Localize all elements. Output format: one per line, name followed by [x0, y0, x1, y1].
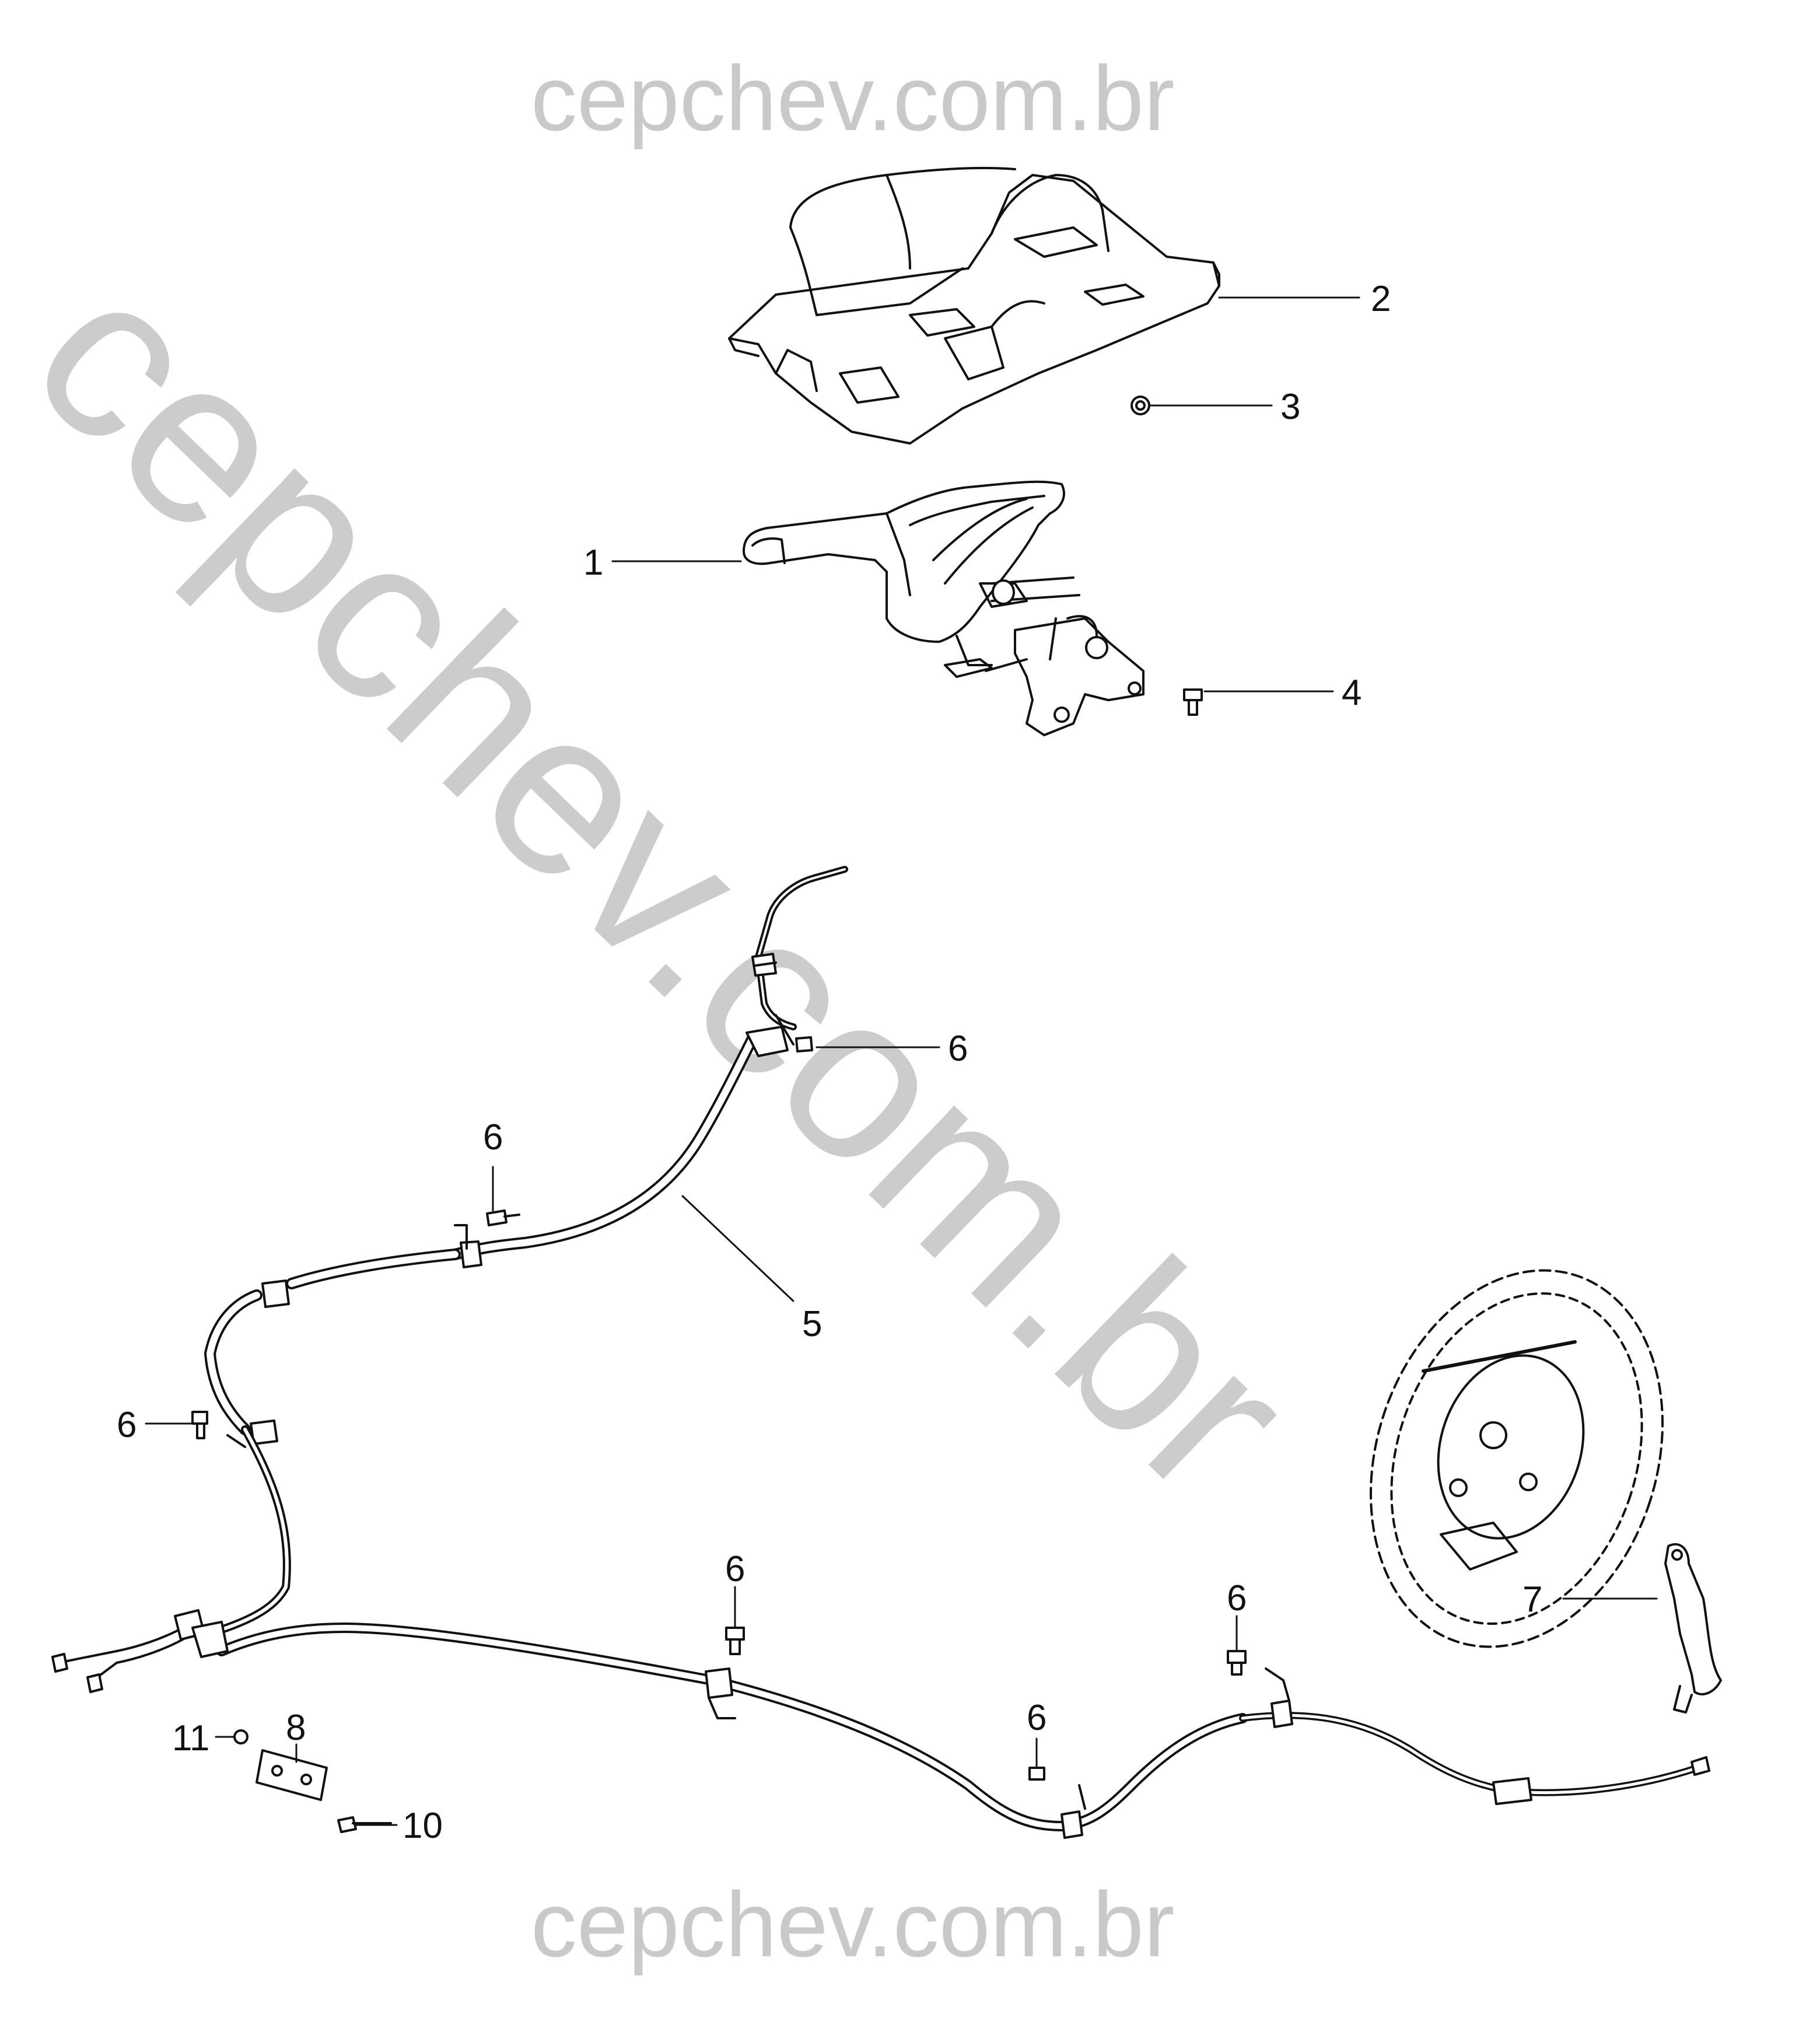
callout-6-upper-left: 6 — [483, 1117, 503, 1158]
callout-6-lower: 6 — [1027, 1698, 1046, 1738]
bolt-4 — [1183, 688, 1203, 716]
callout-3: 3 — [1280, 387, 1300, 427]
bolt-6f — [1227, 1650, 1247, 1676]
parking-brake-lever — [743, 480, 1144, 736]
leader-5 — [681, 1195, 794, 1302]
bolt-6d — [725, 1627, 745, 1655]
watermark-top: cepchev.com.br — [531, 47, 1175, 150]
callout-5: 5 — [802, 1304, 822, 1344]
callout-6-middle: 6 — [725, 1549, 745, 1589]
bolt-6b — [486, 1209, 520, 1226]
callout-6-right: 6 — [1227, 1578, 1247, 1618]
bracket-8 — [256, 1749, 328, 1801]
screw-10 — [337, 1816, 392, 1833]
bolt-6c — [191, 1411, 208, 1439]
callout-labels: 1 2 3 4 5 6 6 6 6 6 6 7 8 10 11 — [117, 279, 1542, 1846]
rear-brake-cable — [191, 1621, 1710, 1839]
watermark-bottom: cepchev.com.br — [531, 1873, 1175, 1976]
callout-4: 4 — [1342, 673, 1362, 713]
leader-lines — [145, 296, 1658, 1826]
callout-1: 1 — [583, 543, 603, 583]
nut-11 — [233, 1729, 249, 1744]
nut — [1130, 396, 1150, 415]
brake-assembly — [1370, 1269, 1664, 1648]
front-brake-cable — [51, 866, 848, 1693]
callout-6-left: 6 — [117, 1405, 136, 1445]
callout-7: 7 — [1522, 1579, 1542, 1620]
callout-10: 10 — [402, 1806, 443, 1846]
callout-2: 2 — [1371, 279, 1391, 319]
brake-lever-7 — [1664, 1543, 1722, 1714]
callout-6-cable-top: 6 — [948, 1029, 968, 1069]
callout-11: 11 — [172, 1718, 209, 1758]
bolt-6e — [1028, 1767, 1045, 1781]
console-cover — [728, 167, 1220, 445]
callout-8: 8 — [286, 1708, 306, 1748]
bolt-6a — [795, 1036, 813, 1053]
